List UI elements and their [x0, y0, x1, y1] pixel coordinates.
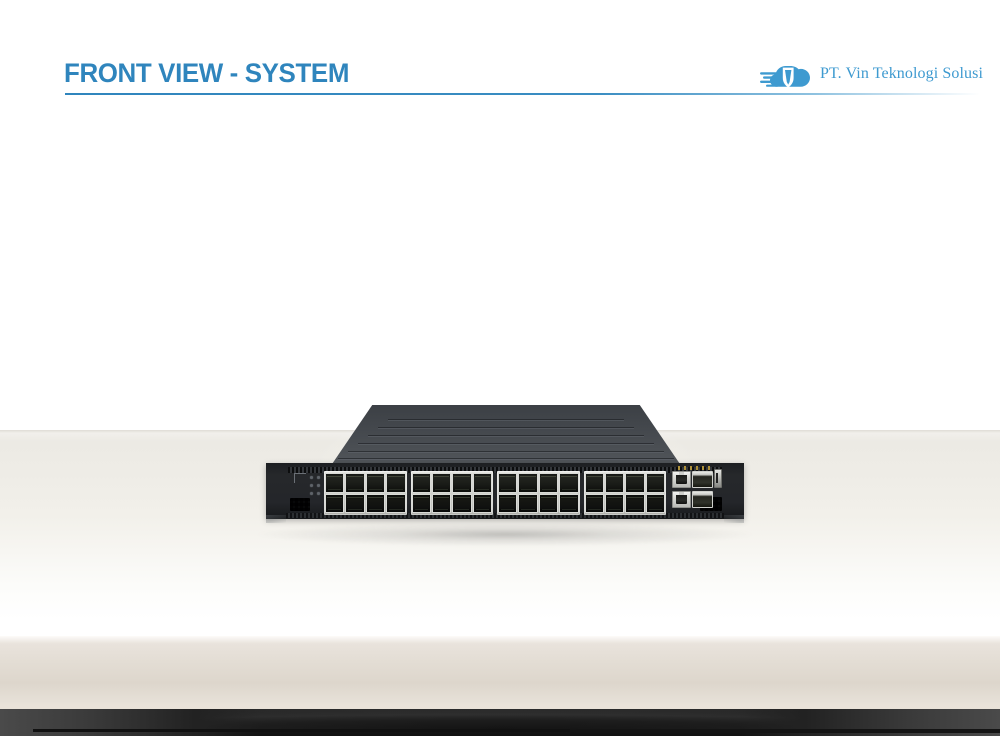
sfp-port[interactable] — [325, 473, 345, 493]
status-led — [310, 484, 313, 487]
sfp-port-row-top — [584, 473, 665, 493]
sfp-port-row-top — [498, 473, 579, 493]
rj45-latch — [679, 492, 684, 496]
management-port-block — [670, 466, 722, 517]
rj45-slot — [676, 495, 687, 504]
sfp-port[interactable] — [365, 473, 386, 493]
rj45-slot — [676, 475, 687, 484]
background-upper-white-band — [0, 0, 1000, 432]
title-underline-rule — [65, 93, 980, 95]
sfp-port-row-top — [411, 473, 492, 493]
sfp-port-row-bottom — [498, 493, 579, 513]
sfp-port[interactable] — [345, 493, 365, 513]
status-led — [317, 492, 320, 495]
sfp-port-group — [324, 471, 407, 515]
footer-rule-right — [576, 729, 1000, 733]
sfp-port[interactable] — [431, 493, 452, 513]
sfp-port[interactable] — [518, 473, 538, 493]
device-left-vent-grille — [290, 498, 310, 511]
device-top-ridges — [330, 405, 682, 467]
sfp-port[interactable] — [559, 473, 579, 493]
sfp-port[interactable] — [498, 473, 518, 493]
page-title: FRONT VIEW - SYSTEM — [64, 58, 350, 88]
sfp-port-row-bottom — [325, 493, 406, 513]
sfp-port[interactable] — [325, 493, 345, 513]
sfp-port[interactable] — [411, 493, 431, 513]
sfp-port[interactable] — [411, 473, 431, 493]
network-switch-device — [266, 405, 744, 530]
sfp-port[interactable] — [645, 473, 665, 493]
sfp-port-field — [324, 471, 666, 515]
sfp-port[interactable] — [386, 473, 406, 493]
sfp-port[interactable] — [386, 493, 406, 513]
sfp-port-group — [497, 471, 580, 515]
device-drop-shadow — [250, 524, 760, 550]
device-top-panel — [330, 405, 682, 467]
sfp-port[interactable] — [452, 473, 472, 493]
device-label-bracket — [294, 473, 306, 483]
rj45-latch — [679, 472, 684, 476]
uplink-port-lower[interactable] — [692, 491, 713, 508]
background-tan-band — [0, 636, 1000, 712]
device-right-bevel — [724, 515, 744, 523]
usb-port[interactable] — [714, 469, 722, 488]
sfp-port[interactable] — [431, 473, 452, 493]
device-upper-vent-strip — [288, 467, 722, 473]
sfp-port[interactable] — [452, 493, 472, 513]
sfp-port-row-top — [325, 473, 406, 493]
sfp-port[interactable] — [559, 493, 579, 513]
device-lower-vent-strip — [286, 513, 724, 518]
cloud-speed-v-shield-icon — [760, 60, 820, 92]
management-rj45-port[interactable] — [672, 471, 691, 488]
sfp-port[interactable] — [645, 493, 665, 513]
sfp-port[interactable] — [472, 473, 492, 493]
sfp-port[interactable] — [538, 473, 559, 493]
status-led — [317, 476, 320, 479]
sfp-port[interactable] — [584, 473, 604, 493]
background-lower-white-band — [0, 618, 1000, 640]
sfp-port[interactable] — [584, 493, 604, 513]
sfp-port[interactable] — [345, 473, 365, 493]
sfp-port[interactable] — [604, 493, 625, 513]
status-led — [310, 476, 313, 479]
sfp-port[interactable] — [365, 493, 386, 513]
company-logo-text: PT. Vin Teknologi Solusi — [820, 65, 984, 82]
console-rj45-port[interactable] — [672, 491, 691, 508]
sfp-port[interactable] — [538, 493, 559, 513]
background-dark-band-left-gradient — [0, 709, 260, 737]
background-footer-white-band — [0, 736, 1000, 750]
device-status-led-cluster — [290, 471, 326, 515]
device-left-bevel — [266, 515, 286, 523]
uplink-port-upper[interactable] — [692, 471, 713, 488]
sfp-port[interactable] — [625, 473, 645, 493]
slide-header: FRONT VIEW - SYSTEM PT. Vin Teknologi So — [0, 0, 1000, 110]
sfp-port-row-bottom — [584, 493, 665, 513]
sfp-port[interactable] — [625, 493, 645, 513]
sfp-port[interactable] — [604, 473, 625, 493]
sfp-port[interactable] — [472, 493, 492, 513]
sfp-port-group — [410, 471, 493, 515]
management-led-strip — [678, 466, 712, 470]
company-logo: PT. Vin Teknologi Solusi — [760, 60, 984, 92]
sfp-port[interactable] — [518, 493, 538, 513]
status-led — [310, 492, 313, 495]
sfp-port-row-bottom — [411, 493, 492, 513]
sfp-port[interactable] — [498, 493, 518, 513]
status-led — [317, 484, 320, 487]
sfp-port-group — [583, 471, 666, 515]
footer-rule-left — [33, 729, 570, 732]
